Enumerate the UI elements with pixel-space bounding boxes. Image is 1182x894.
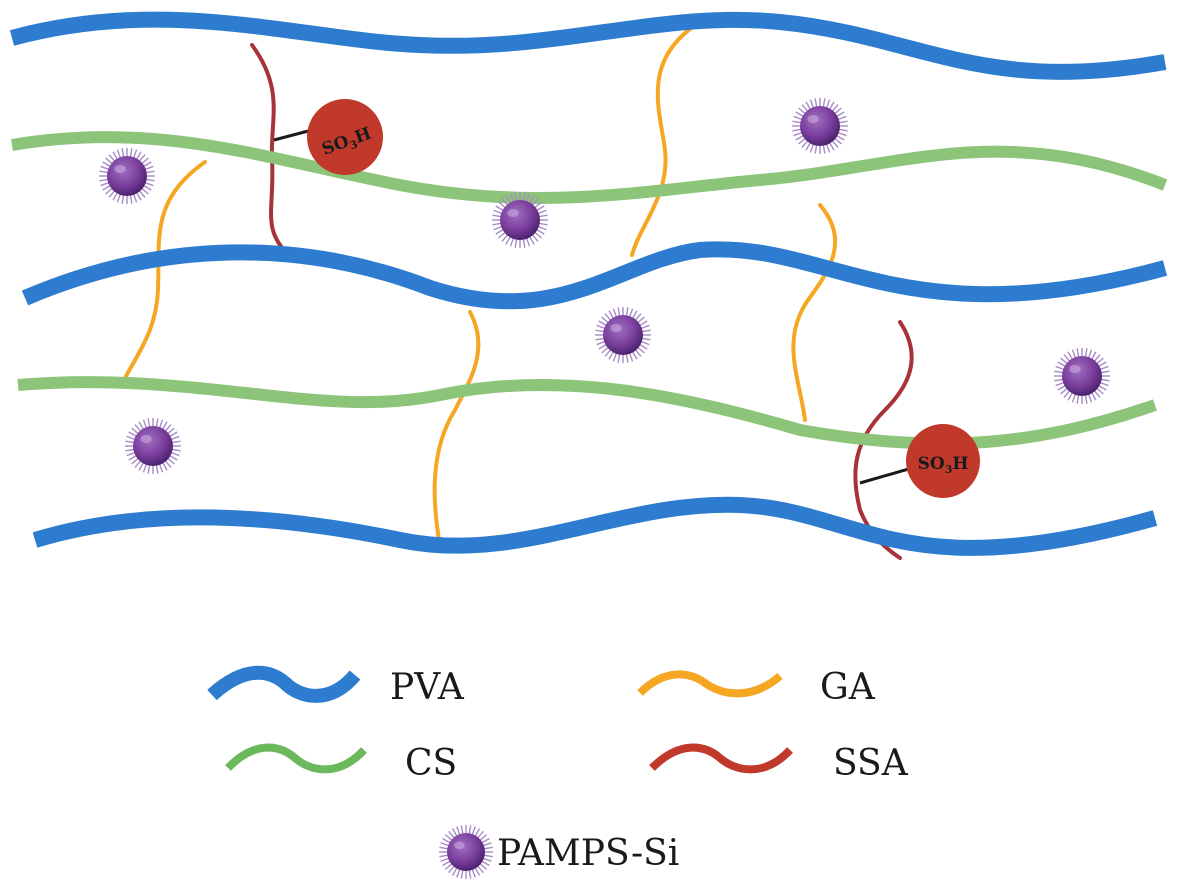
cs-chain (17, 376, 1157, 450)
ssa-links (273, 128, 913, 485)
sulfonic-sub: 3 (348, 138, 360, 153)
ga-crosslink (791, 203, 838, 422)
pamps-si-particles (99, 98, 1110, 879)
legend-cs-icon (225, 743, 367, 774)
svg-text:SO3H: SO3H (918, 454, 969, 476)
pva-chain (9, 11, 1167, 80)
pva-chain (21, 241, 1168, 310)
legend-ssa-icon (649, 743, 793, 774)
sulfonic-ball (307, 99, 383, 175)
pamps-si-particle (125, 418, 181, 474)
ga-crosslink (630, 20, 702, 257)
legend-cs-label: CS (405, 743, 458, 784)
pamps-si-particle (492, 192, 548, 248)
pva-chain (32, 496, 1158, 556)
sulfonic-group: SO3H (906, 424, 980, 498)
sulfonic-main: SO (918, 454, 945, 474)
sulfonic-sub: 3 (945, 463, 953, 476)
pamps-si-particle (439, 825, 493, 879)
legend-ssa-label: SSA (833, 743, 908, 784)
ga-crosslinks (123, 20, 838, 548)
cs-chains (11, 131, 1168, 450)
legend-particle-label: PAMPS-Si (497, 833, 680, 874)
cs-chain (11, 131, 1168, 204)
legend-pva-label: PVA (390, 667, 464, 708)
legend-ga-label: GA (820, 667, 875, 708)
ssa-link (273, 128, 313, 142)
sulfonic-ball (906, 424, 980, 498)
ga-crosslink (123, 160, 207, 380)
pva-chains (9, 11, 1168, 556)
pamps-si-particle (595, 307, 651, 363)
sulfonic-tail: H (352, 124, 374, 148)
legend-swatches (207, 665, 793, 774)
ssa-link (859, 466, 913, 485)
pamps-si-particle (1054, 348, 1110, 404)
sulfonic-group: SO3H (307, 99, 383, 175)
sulfonic-tail: H (952, 454, 968, 474)
ga-crosslink (432, 310, 481, 548)
legend-pva-icon (207, 665, 361, 703)
pamps-si-particle (792, 98, 848, 154)
legend-ga-icon (637, 670, 783, 698)
pamps-si-particle (99, 148, 155, 204)
